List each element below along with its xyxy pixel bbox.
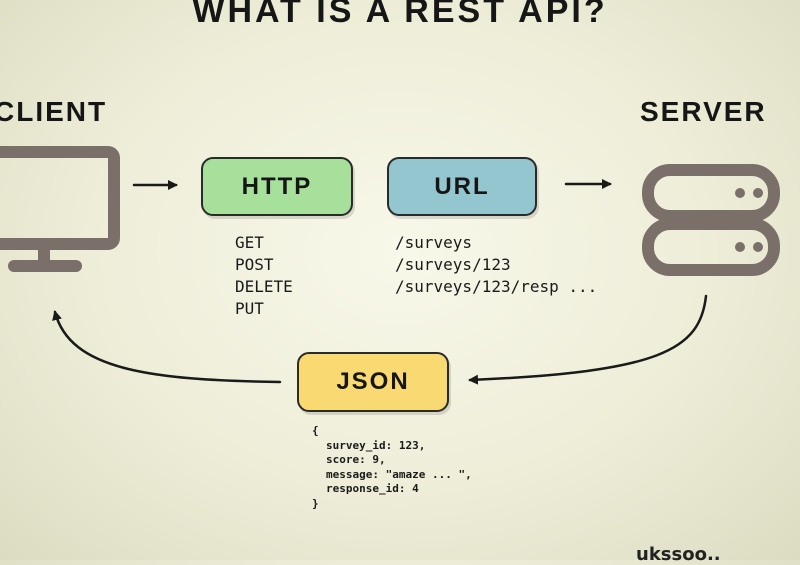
url-box: URL	[387, 157, 537, 216]
http-method: POST	[235, 255, 274, 274]
url-paths-list: /surveys /surveys/123 /surveys/123/resp …	[395, 232, 597, 298]
http-methods-list: GET POST DELETE PUT	[235, 232, 293, 320]
json-body: { survey_id: 123, score: 9, message: "am…	[312, 424, 472, 511]
client-label: CLIENT	[0, 96, 108, 127]
json-line: }	[312, 496, 319, 510]
http-method: PUT	[235, 299, 264, 318]
http-method: DELETE	[235, 277, 293, 296]
url-path: /surveys/123	[395, 255, 511, 274]
json-box: JSON	[297, 352, 449, 412]
monitor-icon	[0, 146, 120, 272]
arrow-json-to-client	[52, 310, 282, 384]
url-box-label: URL	[434, 172, 490, 200]
http-method: GET	[235, 233, 264, 252]
arrow-server-to-json	[468, 294, 708, 385]
json-line: score: 9,	[326, 453, 386, 466]
http-box-label: HTTP	[241, 172, 313, 200]
url-path: /surveys/123/resp ...	[395, 277, 598, 296]
json-line: survey_id: 123,	[326, 438, 426, 452]
footer-watermark: ukssoo..	[636, 544, 721, 565]
server-stack-icon	[642, 164, 780, 276]
url-path: /surveys	[395, 233, 473, 252]
http-box: HTTP	[201, 157, 353, 216]
page-title: WHAT IS A REST API?	[192, 0, 608, 30]
json-line: {	[312, 424, 319, 437]
server-label: SERVER	[640, 96, 767, 127]
json-box-label: JSON	[336, 368, 410, 395]
json-line: response_id: 4	[326, 482, 419, 495]
json-line: message: "amaze ... ",	[326, 467, 472, 481]
